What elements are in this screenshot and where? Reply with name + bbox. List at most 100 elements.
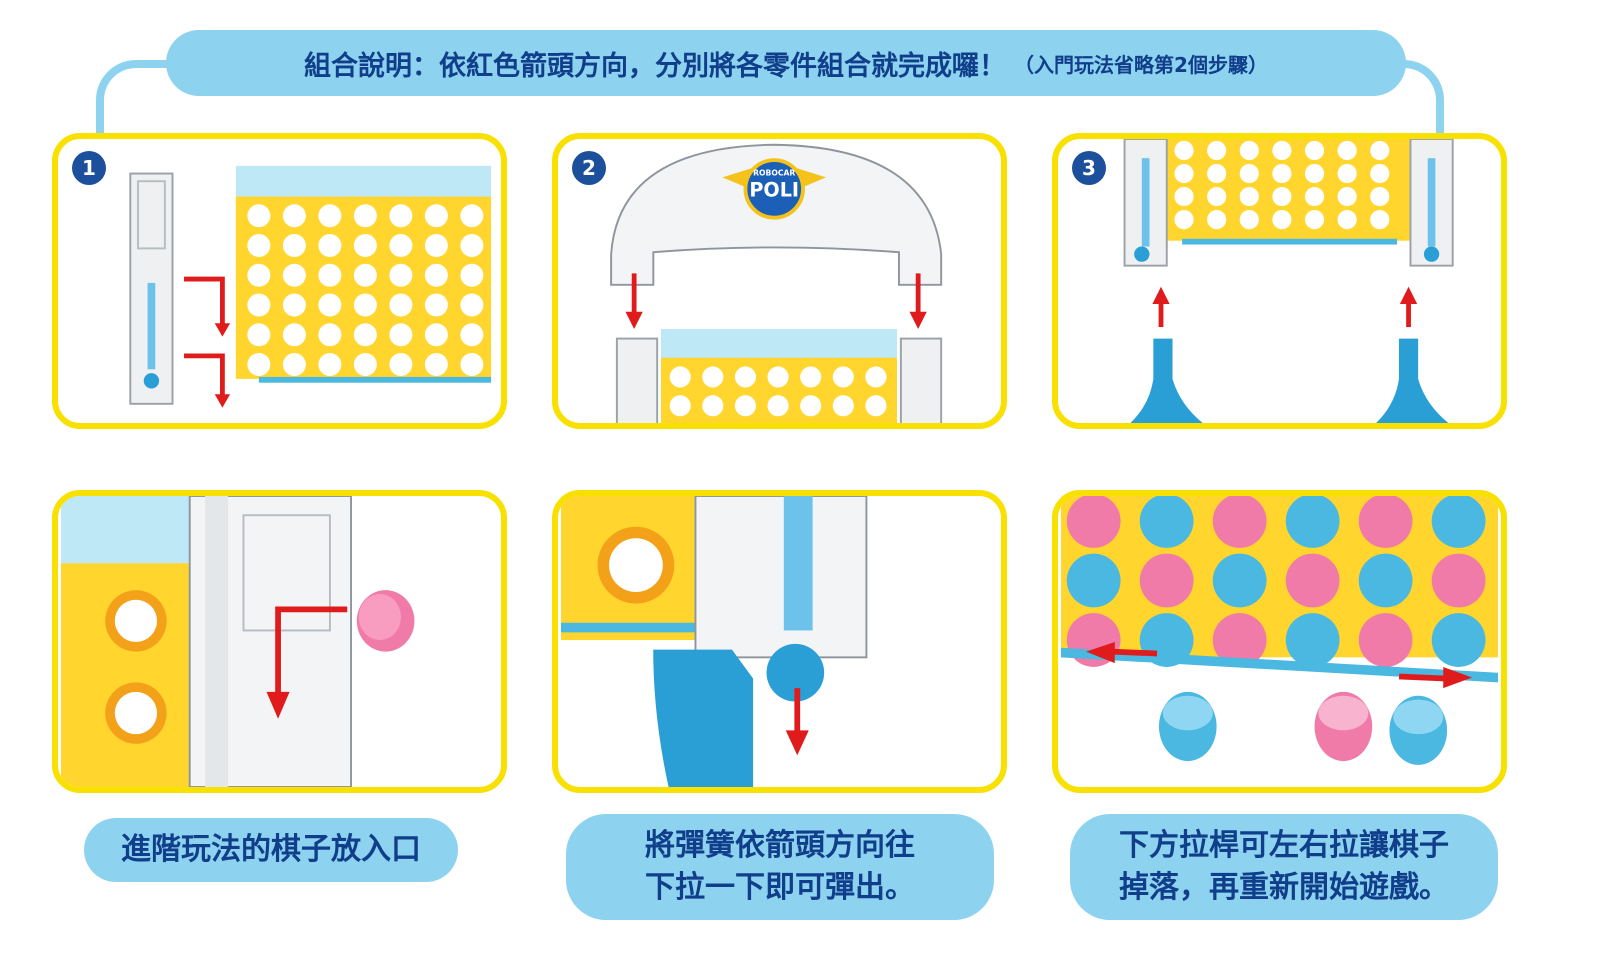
board-hole bbox=[734, 395, 756, 417]
board-hole bbox=[1358, 553, 1413, 608]
board-hole bbox=[282, 352, 306, 376]
board-hole bbox=[669, 366, 691, 388]
board-hole bbox=[1174, 140, 1194, 161]
header-connector-right bbox=[1396, 60, 1444, 140]
board-hole bbox=[1431, 613, 1486, 667]
board-hole bbox=[1207, 210, 1227, 230]
board-hole bbox=[1272, 186, 1292, 207]
board-hole bbox=[1358, 613, 1413, 667]
board-hole bbox=[1431, 553, 1486, 608]
board-hole bbox=[318, 263, 342, 287]
board-hole bbox=[800, 366, 822, 388]
board-hole bbox=[832, 395, 854, 417]
assembly-instructions-banner: 組合說明：依紅色箭頭方向，分別將各零件組合就完成囉！ （入門玩法省略第2個步驟） bbox=[166, 30, 1406, 96]
step-2-badge: 2 bbox=[572, 151, 606, 185]
header-connector-left bbox=[96, 60, 184, 140]
board-hole bbox=[247, 323, 271, 347]
caption-line: 下拉一下即可彈出。 bbox=[645, 870, 915, 905]
board-hole bbox=[460, 233, 484, 258]
board-hole bbox=[702, 395, 724, 417]
board-hole bbox=[318, 204, 342, 228]
board-hole bbox=[460, 293, 484, 317]
board-hole bbox=[1207, 140, 1227, 161]
caption-release-lever: 下方拉桿可左右拉讓棋子 掉落，再重新開始遊戲。 bbox=[1070, 814, 1498, 920]
board-hole bbox=[1272, 140, 1292, 161]
board-hole bbox=[247, 233, 271, 258]
detail-spring-panel bbox=[552, 490, 1007, 793]
board-hole bbox=[282, 293, 306, 317]
board-hole bbox=[1285, 553, 1340, 608]
poli-logo-top: ROBOCAR bbox=[753, 168, 795, 177]
caption-line: 進階玩法的棋子放入口 bbox=[121, 832, 421, 867]
board-hole bbox=[1212, 613, 1267, 667]
board-hole bbox=[1337, 140, 1357, 161]
board-hole bbox=[1066, 496, 1121, 548]
board-hole bbox=[767, 366, 789, 388]
board-hole bbox=[460, 352, 484, 376]
board-hole bbox=[1370, 140, 1390, 161]
board-hole bbox=[669, 395, 691, 417]
step-2-board-holes bbox=[669, 366, 887, 417]
step-3-board-holes bbox=[1174, 140, 1390, 230]
detail-release-lever-panel bbox=[1052, 490, 1507, 793]
caption-spring: 將彈簧依箭頭方向往 下拉一下即可彈出。 bbox=[566, 814, 994, 920]
step-3-panel: 3 bbox=[1052, 133, 1507, 429]
step-1-board-holes bbox=[247, 204, 484, 376]
step-1-illustration bbox=[129, 165, 492, 408]
board-hole bbox=[424, 293, 448, 317]
banner-title: 組合說明：依紅色箭頭方向，分別將各零件組合就完成囉！ bbox=[304, 50, 1007, 82]
board-hole bbox=[1431, 496, 1486, 548]
step-3-badge: 3 bbox=[1072, 151, 1106, 185]
board-hole bbox=[389, 204, 413, 228]
board-hole bbox=[1304, 186, 1325, 207]
board-hole bbox=[800, 395, 822, 417]
board-hole bbox=[1272, 163, 1292, 184]
board-hole bbox=[1304, 140, 1325, 161]
board-hole bbox=[1370, 186, 1390, 207]
board-hole bbox=[1212, 553, 1267, 608]
board-hole bbox=[1370, 210, 1390, 230]
board-hole bbox=[1272, 210, 1292, 230]
step-1-panel: 1 bbox=[52, 133, 507, 429]
board-hole bbox=[1285, 613, 1340, 667]
board-hole bbox=[353, 204, 377, 228]
board-hole bbox=[247, 352, 271, 376]
board-hole bbox=[318, 293, 342, 317]
board-hole bbox=[734, 366, 756, 388]
board-hole bbox=[424, 352, 448, 376]
board-hole bbox=[1174, 163, 1194, 184]
board-hole bbox=[424, 263, 448, 287]
board-hole bbox=[460, 323, 484, 347]
release-lever-illustration bbox=[1061, 496, 1498, 765]
banner-note: （入門玩法省略第2個步驟） bbox=[1014, 52, 1268, 77]
board-hole bbox=[1174, 186, 1194, 207]
board-hole bbox=[1139, 553, 1194, 608]
board-hole bbox=[767, 395, 789, 417]
board-hole bbox=[1139, 496, 1194, 548]
caption-line: 掉落，再重新開始遊戲。 bbox=[1119, 870, 1449, 905]
board-hole bbox=[353, 352, 377, 376]
board-hole bbox=[318, 323, 342, 347]
board-hole bbox=[353, 233, 377, 258]
board-hole bbox=[1304, 163, 1325, 184]
piece-slot-illustration bbox=[61, 496, 415, 787]
board-hole bbox=[353, 293, 377, 317]
board-hole bbox=[247, 263, 271, 287]
step-2-illustration: ROBOCAR POLI bbox=[610, 143, 943, 423]
board-hole bbox=[1370, 163, 1390, 184]
board-hole bbox=[460, 263, 484, 287]
board-hole bbox=[282, 204, 306, 228]
step-2-panel: 2 ROBOCAR POLI bbox=[552, 133, 1007, 429]
step-3-illustration bbox=[1123, 139, 1454, 423]
board-hole bbox=[389, 263, 413, 287]
board-hole bbox=[389, 323, 413, 347]
board-hole bbox=[389, 233, 413, 258]
board-hole bbox=[1239, 163, 1259, 184]
board-hole bbox=[1207, 186, 1227, 207]
board-hole bbox=[389, 293, 413, 317]
board-hole bbox=[1207, 163, 1227, 184]
board-hole bbox=[865, 366, 887, 388]
board-hole bbox=[353, 263, 377, 287]
caption-line: 下方拉桿可左右拉讓棋子 bbox=[1119, 828, 1449, 863]
board-hole bbox=[832, 366, 854, 388]
